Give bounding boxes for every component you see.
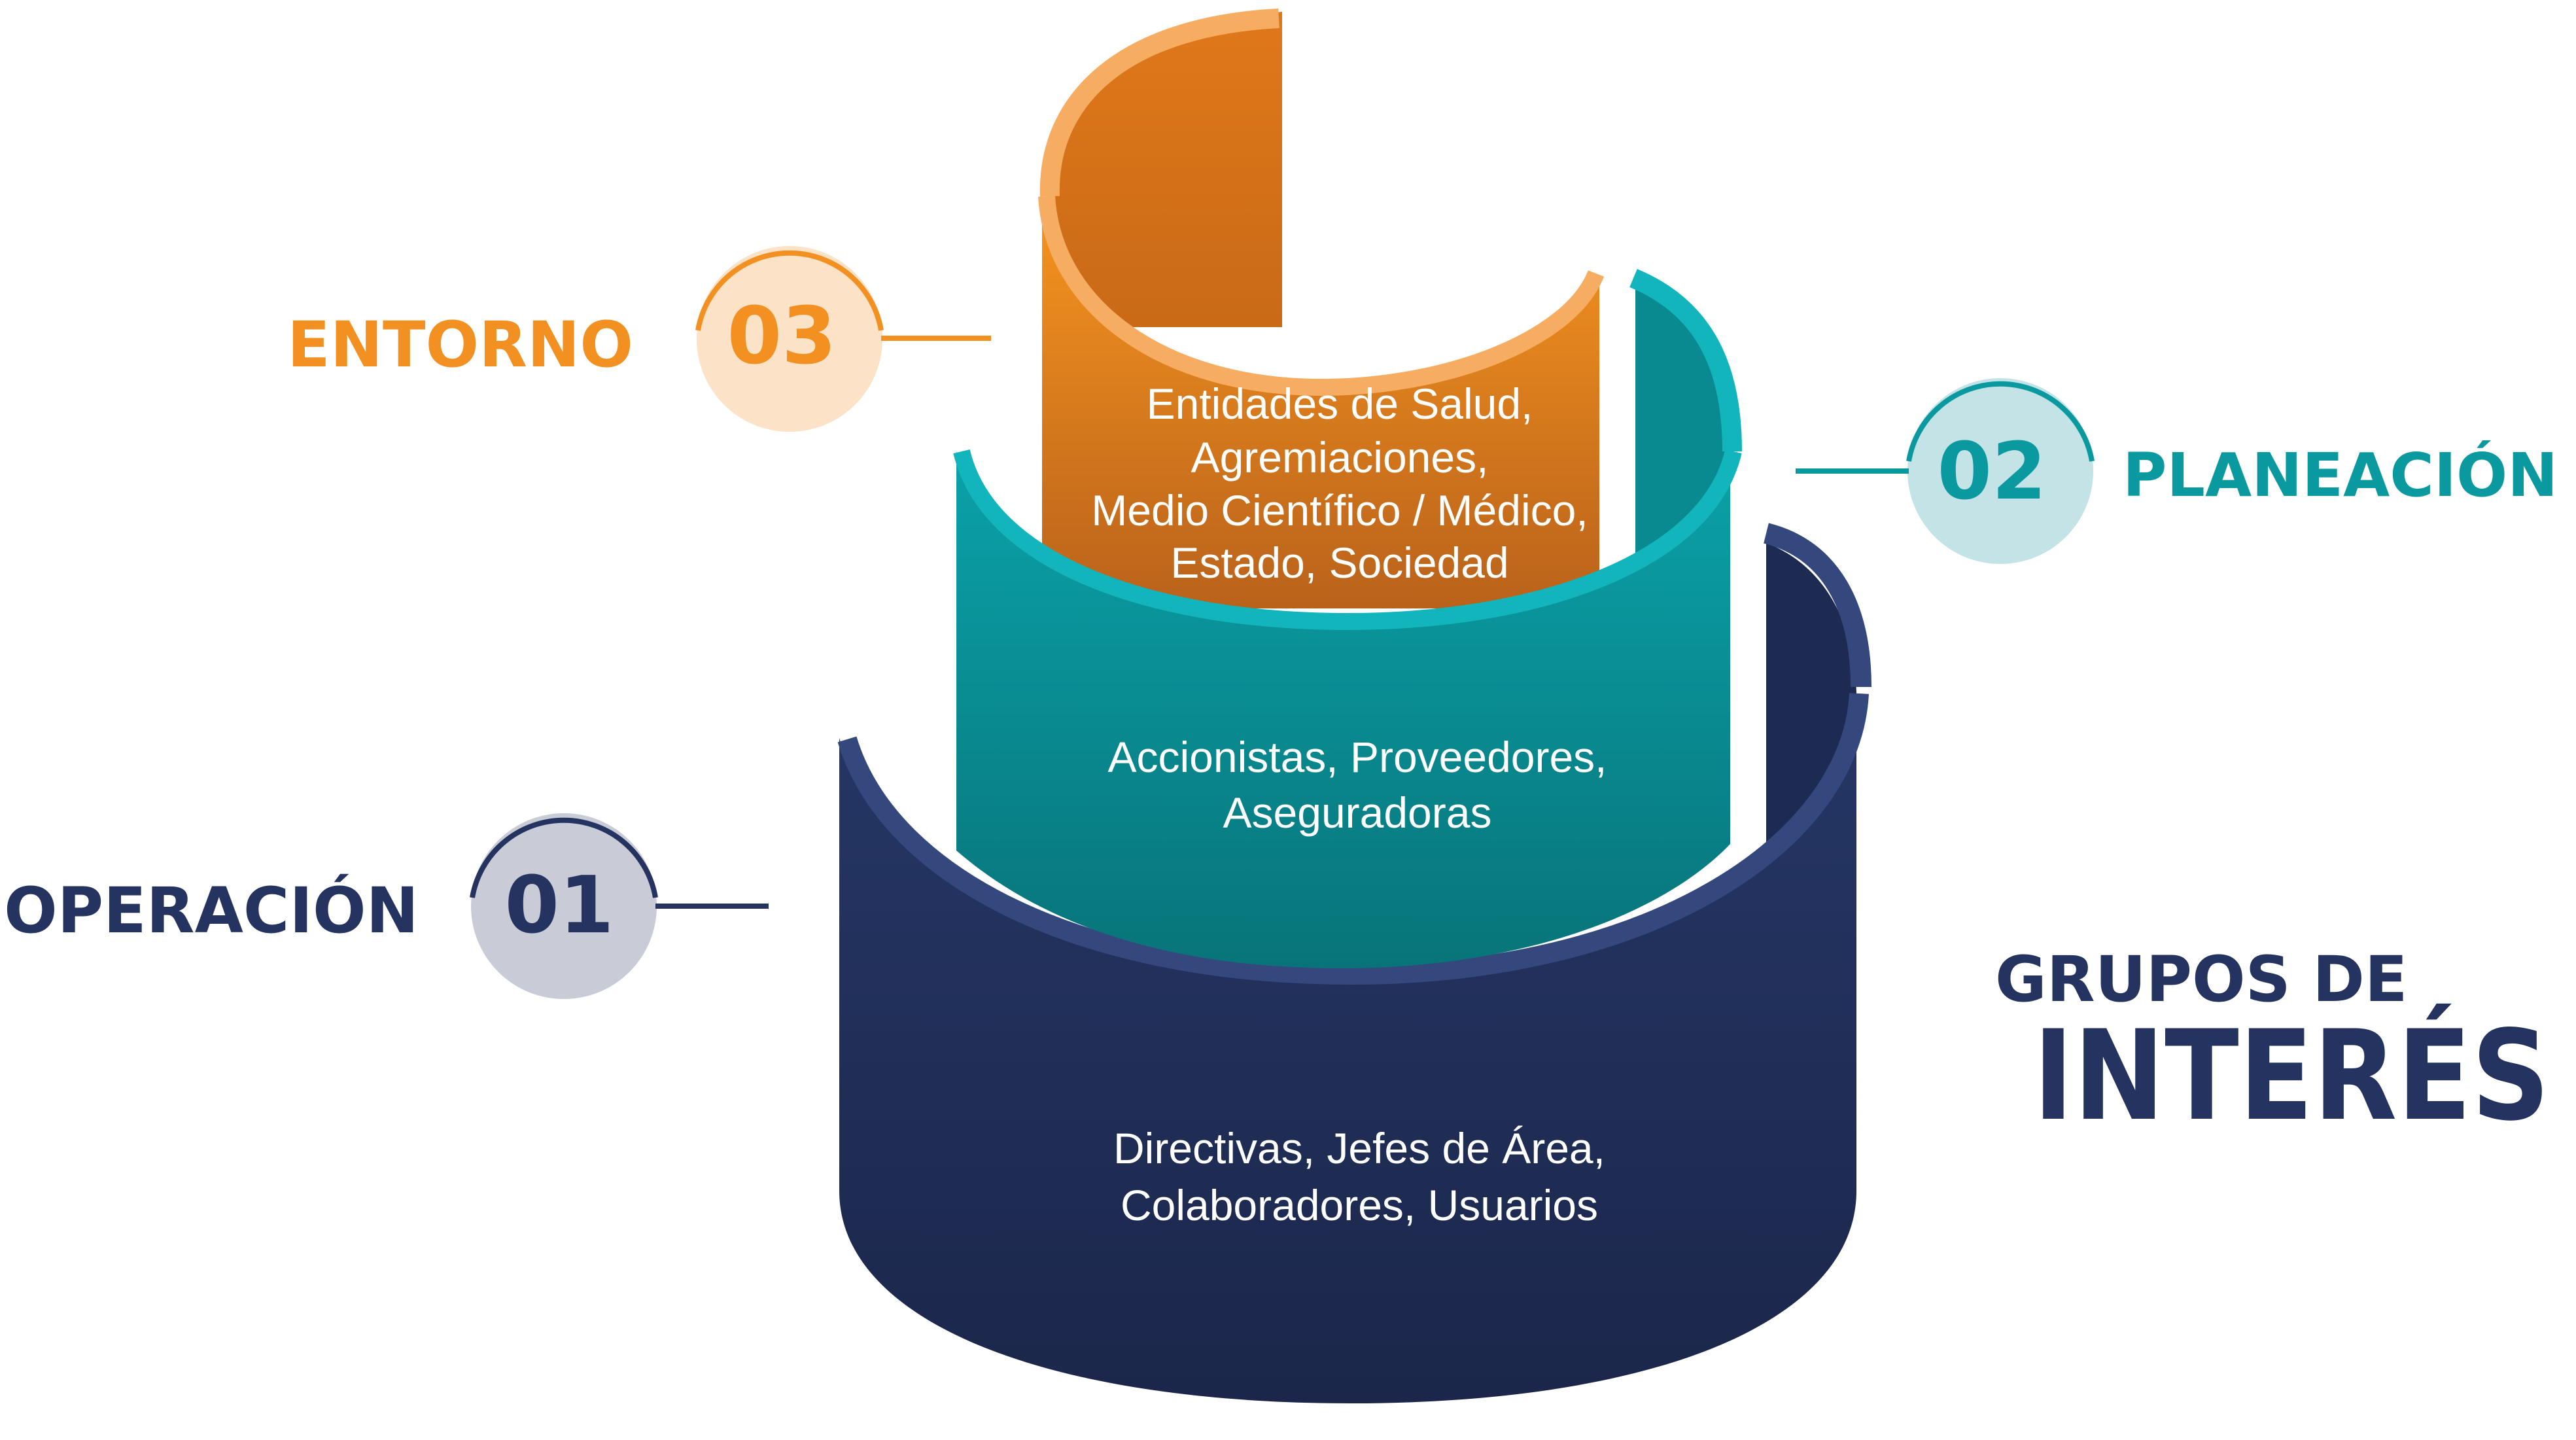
planeacion-text-line: Aseguradoras [1223, 788, 1492, 837]
entorno-number: 03 [727, 291, 837, 382]
entorno-rim-front [1038, 196, 1605, 396]
planeacion-front-body [956, 451, 1730, 968]
entorno-label: ENTORNO [287, 308, 633, 381]
entorno-number-circle [697, 246, 882, 432]
entorno-back-wall [1046, 12, 1282, 327]
callout-operacion: 01 OPERACIÓN [4, 813, 769, 999]
operacion-rim-front [837, 693, 1869, 985]
planeacion-number: 02 [1938, 427, 2047, 518]
operacion-rim-back [1763, 523, 1871, 688]
entorno-text-line: Entidades de Salud, [1147, 379, 1533, 428]
planeacion-rim-back [1629, 269, 1742, 452]
cylinder-planeacion [953, 269, 1742, 968]
entorno-text-line: Agremiaciones, [1191, 433, 1489, 482]
planeacion-label: PLANEACIÓN [2123, 439, 2558, 510]
entorno-text-line: Estado, Sociedad [1170, 538, 1508, 587]
entorno-front-body [1042, 196, 1599, 608]
operacion-number: 01 [505, 860, 614, 951]
operacion-text-block: Directivas, Jefes de Área, Colaboradores… [1113, 1124, 1605, 1229]
cylinder-entorno [1038, 9, 1605, 608]
operacion-front-body [839, 694, 1856, 1403]
planeacion-number-circle [1907, 378, 2093, 564]
operacion-text-line: Colaboradores, Usuarios [1121, 1181, 1598, 1229]
callout-entorno: 03 ENTORNO [287, 246, 991, 432]
entorno-text-line: Medio Científico / Médico, [1091, 486, 1588, 535]
entorno-circle-arc [695, 250, 884, 331]
entorno-text-block: Entidades de Salud, Agremiaciones, Medio… [1091, 379, 1588, 587]
diagram-title: GRUPOS DE INTERÉS [1995, 943, 2550, 1148]
planeacion-rim-front [953, 449, 1742, 631]
title-line-1: GRUPOS DE [1995, 943, 2407, 1016]
callout-planeacion: 02 PLANEACIÓN [1796, 378, 2558, 564]
title-line-2: INTERÉS [2033, 1003, 2550, 1148]
cylinder-operacion [837, 523, 1871, 1403]
entorno-rim-back [1039, 9, 1279, 197]
planeacion-text-block: Accionistas, Proveedores, Aseguradoras [1107, 733, 1607, 837]
planeacion-text-line: Accionistas, Proveedores, [1107, 733, 1607, 781]
operacion-circle-arc [470, 817, 658, 898]
operacion-text-line: Directivas, Jefes de Área, [1113, 1124, 1605, 1172]
planeacion-circle-arc [1906, 381, 2095, 462]
operacion-label: OPERACIÓN [4, 873, 419, 947]
operacion-number-circle [471, 813, 657, 999]
